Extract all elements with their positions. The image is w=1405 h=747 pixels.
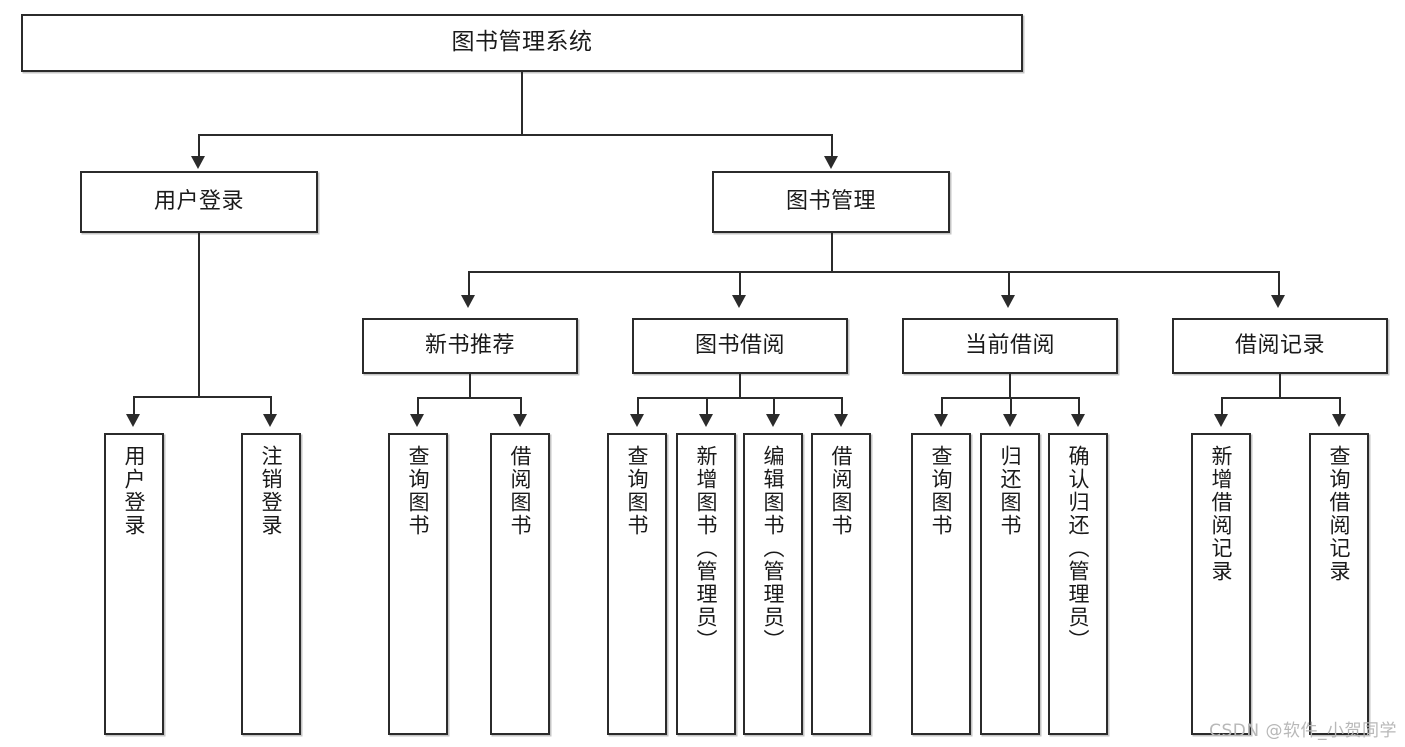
node-book-management[interactable]: 图书管理 xyxy=(712,171,950,233)
leaf-user-login-login[interactable]: 用户登录 xyxy=(104,433,164,735)
arrow-to-leaf-current-borrow-2 xyxy=(1071,414,1085,427)
edge-drop-book-management xyxy=(831,134,833,158)
edge-level3-bus xyxy=(468,271,1280,273)
node-user-login[interactable]: 用户登录 xyxy=(80,171,318,233)
leaf-book-borrow-add-book-admin[interactable]: 新增图书（管理员） xyxy=(676,433,736,735)
edge-drop-leaf-borrow-record-0 xyxy=(1221,397,1223,418)
edge-drop-new-book xyxy=(468,271,470,297)
edge-drop-leaf-borrow-record-1 xyxy=(1339,397,1341,418)
node-label: 当前借阅 xyxy=(964,333,1055,359)
node-label: 借阅图书 xyxy=(829,445,854,537)
node-label: 新增借阅记录 xyxy=(1209,445,1234,583)
arrow-to-leaf-user-login-1 xyxy=(263,414,277,427)
edge-drop-leaf-user-login-0 xyxy=(133,396,135,418)
edge-current-borrow-stem xyxy=(1009,374,1011,398)
arrow-to-leaf-book-borrow-0 xyxy=(630,414,644,427)
edge-drop-leaf-user-login-1 xyxy=(270,396,272,418)
arrow-to-leaf-new-book-0 xyxy=(410,414,424,427)
leaf-new-book-query-books[interactable]: 查询图书 xyxy=(388,433,448,735)
node-label: 用户登录 xyxy=(153,189,244,215)
edge-borrow-record-stem xyxy=(1279,374,1281,398)
edge-drop-leaf-book-borrow-0 xyxy=(637,397,639,418)
node-label: 新书推荐 xyxy=(424,333,515,359)
arrow-to-leaf-borrow-record-1 xyxy=(1332,414,1346,427)
leaf-book-borrow-edit-book-admin[interactable]: 编辑图书（管理员） xyxy=(743,433,803,735)
edge-drop-leaf-current-borrow-0 xyxy=(941,397,943,418)
node-label: 图书管理 xyxy=(785,189,876,215)
edge-drop-leaf-current-borrow-2 xyxy=(1078,397,1080,418)
edge-drop-leaf-book-borrow-3 xyxy=(841,397,843,418)
edge-drop-leaf-new-book-0 xyxy=(417,397,419,418)
edge-new-book-bus xyxy=(417,397,522,399)
arrow-to-leaf-user-login-0 xyxy=(126,414,140,427)
node-label: 编辑图书（管理员） xyxy=(761,445,786,652)
edge-drop-borrow-record xyxy=(1278,271,1280,297)
node-new-book-recommend[interactable]: 新书推荐 xyxy=(362,318,578,374)
node-label: 查询图书 xyxy=(929,445,954,537)
arrow-to-leaf-current-borrow-1 xyxy=(1003,414,1017,427)
arrow-to-leaf-current-borrow-0 xyxy=(934,414,948,427)
edge-root-bus xyxy=(198,134,833,136)
edge-drop-leaf-book-borrow-1 xyxy=(706,397,708,418)
arrow-to-leaf-book-borrow-1 xyxy=(699,414,713,427)
leaf-book-borrow-query-books[interactable]: 查询图书 xyxy=(607,433,667,735)
arrow-to-new-book xyxy=(461,295,475,308)
edge-user-login-bus xyxy=(133,396,272,398)
edge-root-stem xyxy=(521,72,523,135)
leaf-book-borrow-borrow-books[interactable]: 借阅图书 xyxy=(811,433,871,735)
edge-new-book-stem xyxy=(469,374,471,398)
node-label: 查询图书 xyxy=(406,445,431,537)
edge-drop-current-borrow xyxy=(1008,271,1010,297)
arrow-to-book-management xyxy=(824,156,838,169)
node-label: 归还图书 xyxy=(998,445,1023,537)
leaf-current-borrow-return-books[interactable]: 归还图书 xyxy=(980,433,1040,735)
node-label: 确认归还（管理员） xyxy=(1066,445,1091,652)
edge-book-management-stem xyxy=(831,233,833,272)
edge-book-borrow-bus xyxy=(637,397,842,399)
edge-drop-leaf-book-borrow-2 xyxy=(773,397,775,418)
leaf-new-book-borrow-books[interactable]: 借阅图书 xyxy=(490,433,550,735)
leaf-borrow-record-query-record[interactable]: 查询借阅记录 xyxy=(1309,433,1369,735)
edge-drop-user-login xyxy=(198,134,200,158)
leaf-current-borrow-query-books[interactable]: 查询图书 xyxy=(911,433,971,735)
node-label: 借阅图书 xyxy=(508,445,533,537)
arrow-to-leaf-book-borrow-3 xyxy=(834,414,848,427)
arrow-to-book-borrow xyxy=(732,295,746,308)
arrow-to-leaf-borrow-record-0 xyxy=(1214,414,1228,427)
arrow-to-borrow-record xyxy=(1271,295,1285,308)
leaf-current-borrow-confirm-return-admin[interactable]: 确认归还（管理员） xyxy=(1048,433,1108,735)
arrow-to-leaf-book-borrow-2 xyxy=(766,414,780,427)
arrow-to-user-login xyxy=(191,156,205,169)
node-label: 查询借阅记录 xyxy=(1327,445,1352,583)
node-current-borrow[interactable]: 当前借阅 xyxy=(902,318,1118,374)
edge-book-borrow-stem xyxy=(739,374,741,398)
leaf-borrow-record-add-record[interactable]: 新增借阅记录 xyxy=(1191,433,1251,735)
arrow-to-current-borrow xyxy=(1001,295,1015,308)
node-root-book-management-system[interactable]: 图书管理系统 xyxy=(21,14,1023,72)
edge-user-login-stem xyxy=(198,233,200,397)
leaf-user-login-logout[interactable]: 注销登录 xyxy=(241,433,301,735)
node-label: 注销登录 xyxy=(259,445,284,537)
arrow-to-leaf-new-book-1 xyxy=(513,414,527,427)
edge-drop-leaf-new-book-1 xyxy=(520,397,522,418)
node-label: 新增图书（管理员） xyxy=(694,445,719,652)
edge-borrow-record-bus xyxy=(1221,397,1340,399)
node-borrow-record[interactable]: 借阅记录 xyxy=(1172,318,1388,374)
node-label: 查询图书 xyxy=(625,445,650,537)
node-book-borrow[interactable]: 图书借阅 xyxy=(632,318,848,374)
edge-drop-leaf-current-borrow-1 xyxy=(1010,397,1012,418)
node-label: 用户登录 xyxy=(122,445,147,537)
node-label: 图书管理系统 xyxy=(451,29,593,56)
edge-drop-book-borrow xyxy=(739,271,741,297)
node-label: 借阅记录 xyxy=(1234,333,1325,359)
node-label: 图书借阅 xyxy=(694,333,785,359)
